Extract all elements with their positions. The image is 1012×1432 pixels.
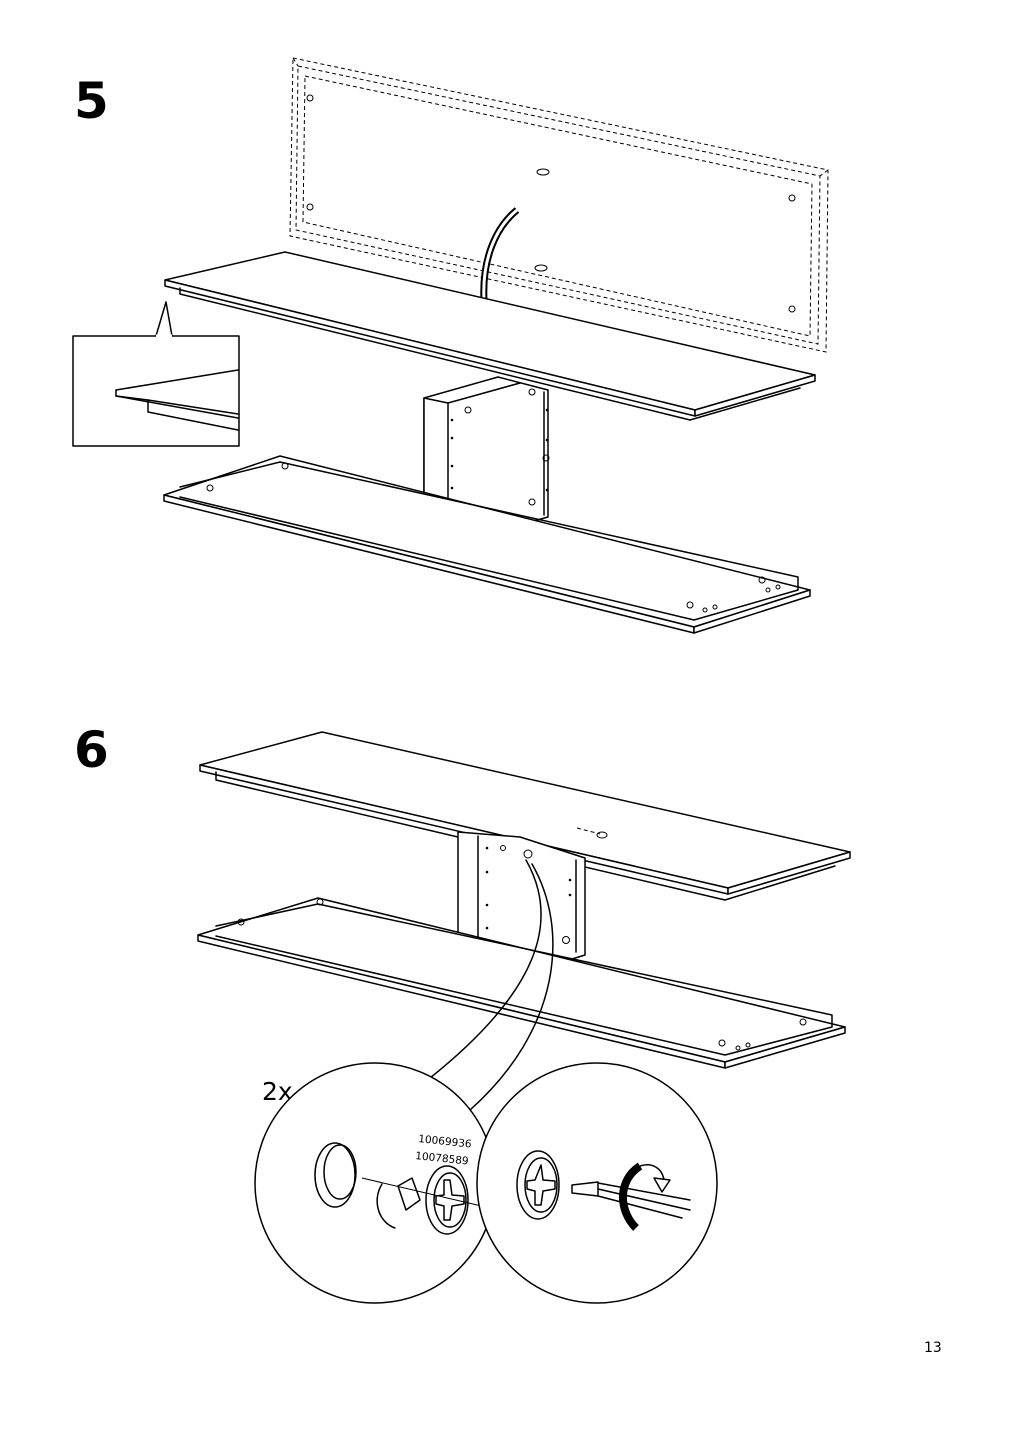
cam-lock-detail: 10069936 10078589 [254,1062,496,1304]
rotate-arrow-icon [619,1162,671,1231]
zoom-callout [72,301,240,447]
page-number: 13 [924,1340,942,1356]
step-5-number: 5 [74,72,109,130]
cam-lock-icon [516,1150,560,1220]
step-5-illustration [72,57,829,634]
top-shelf [164,251,816,421]
cam-hole-icon [314,1142,357,1208]
fitting-icon [534,168,550,272]
top-shelf [199,731,851,901]
screwdriver-icon [571,1181,691,1219]
part-number-list: 10069936 10078589 [415,1133,473,1168]
part-number: 10069936 [418,1133,473,1151]
bottom-shelf [163,455,811,634]
step-6-illustration: 2x 10069936 10078589 [197,731,851,1304]
cam-lock-icon [397,1165,469,1235]
step-6-number: 6 [74,721,109,779]
screwdriver-rotation-detail [476,1062,718,1304]
back-panel-outline [289,57,829,353]
part-number: 10078589 [415,1150,469,1168]
